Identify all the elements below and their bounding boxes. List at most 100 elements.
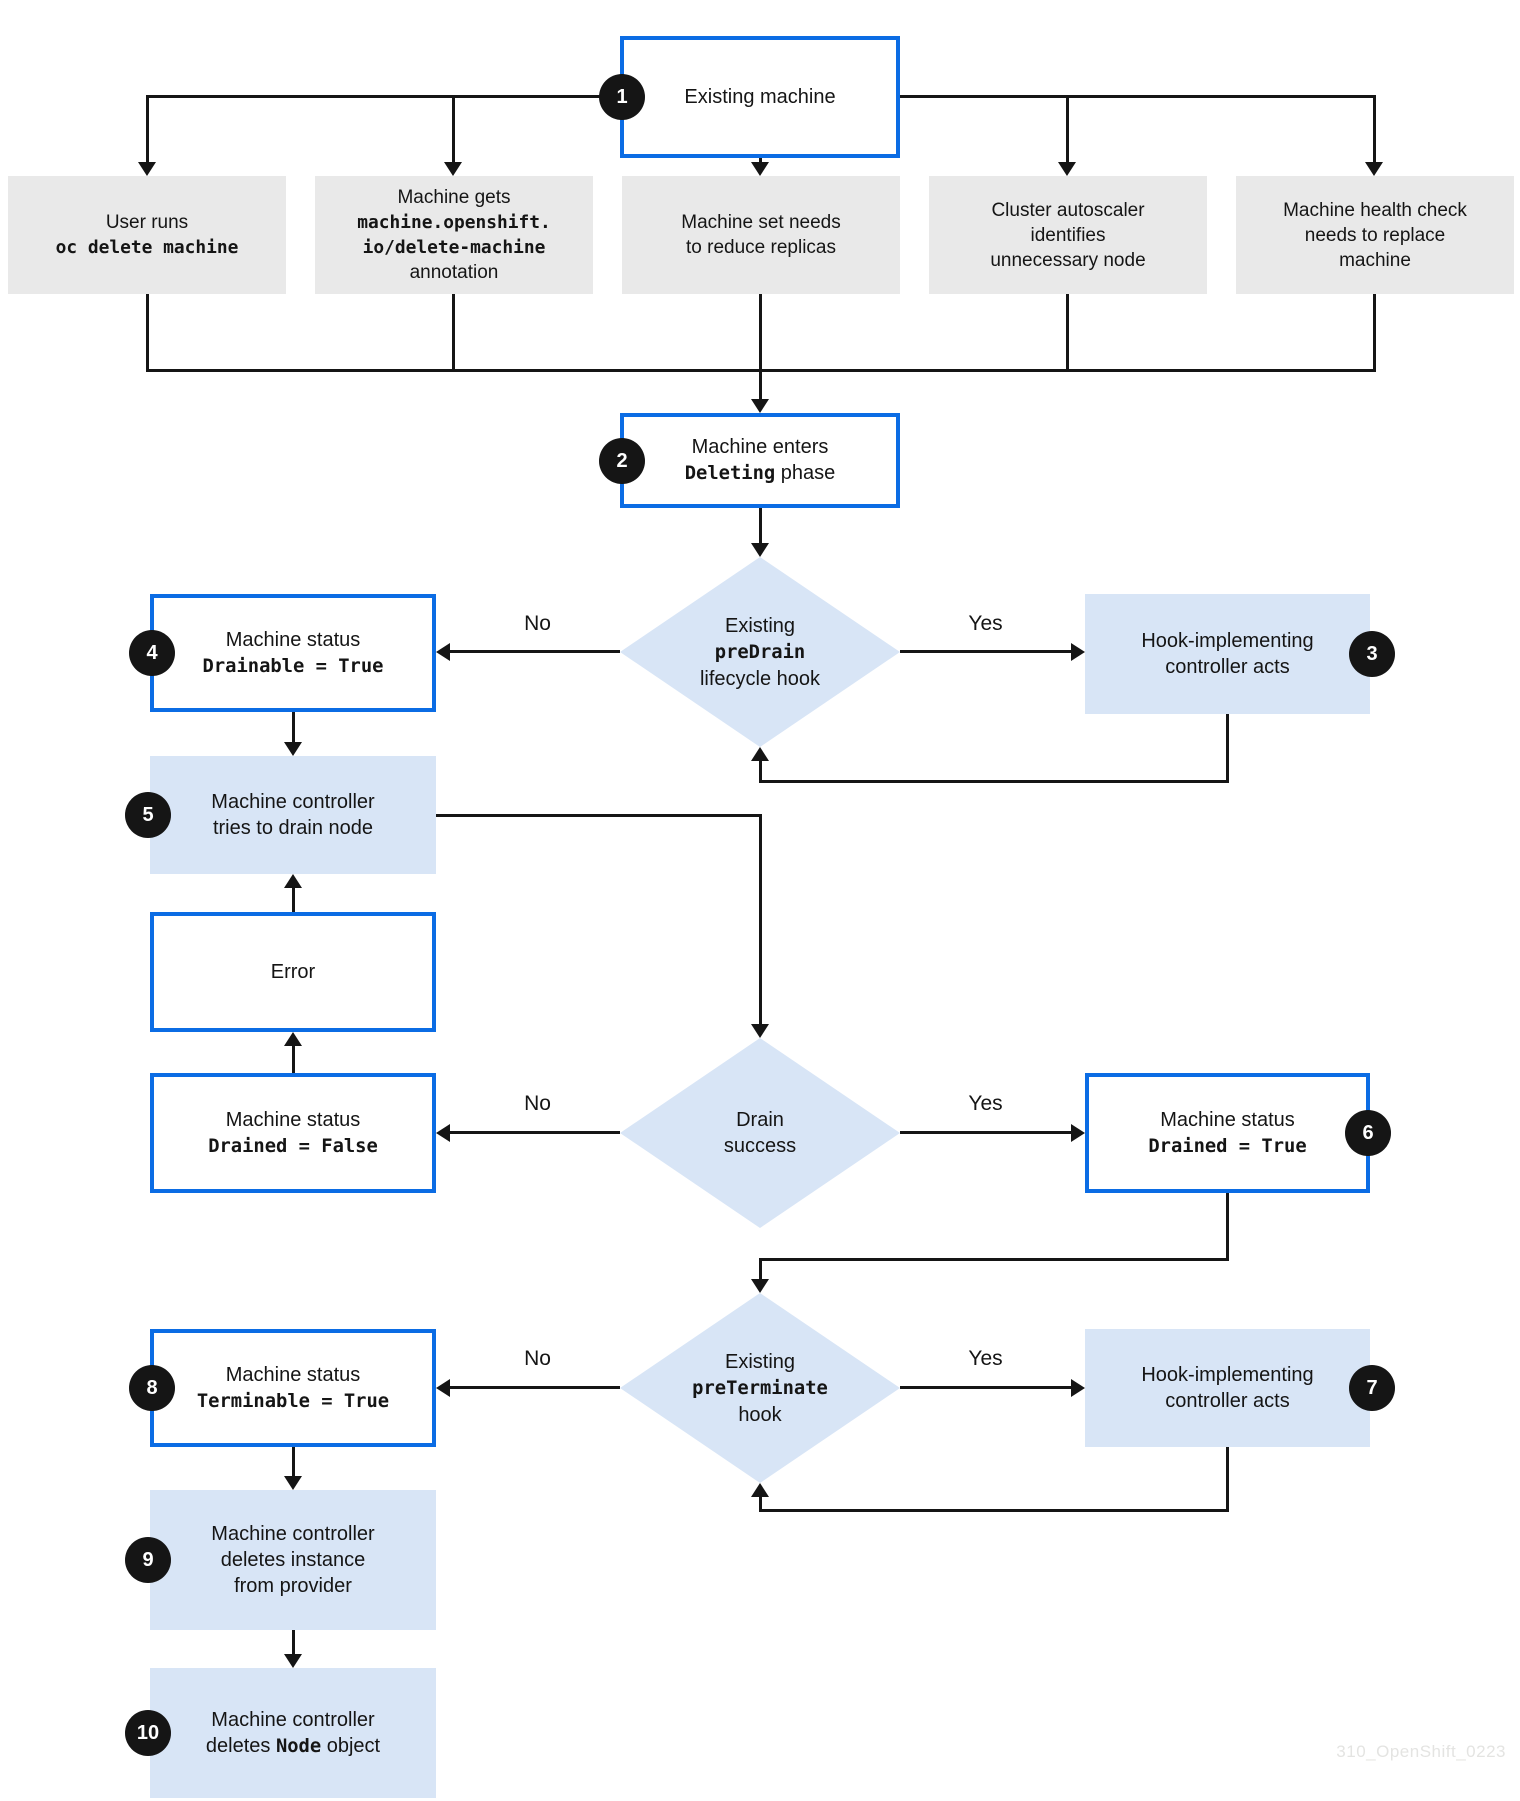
connector-line <box>900 1131 1073 1134</box>
connector-line <box>1226 1447 1229 1512</box>
connector-line <box>759 1495 762 1511</box>
arrowhead-down-icon <box>138 162 156 176</box>
connector-line <box>450 1386 620 1389</box>
connector-line <box>292 712 295 744</box>
arrowhead-down-icon <box>751 1024 769 1038</box>
arrowhead-up-icon <box>751 1483 769 1497</box>
step-badge: 1 <box>599 74 645 120</box>
arrowhead-down-icon <box>444 162 462 176</box>
step-badge: 7 <box>1349 1365 1395 1411</box>
connector-line <box>146 95 149 163</box>
connector-line <box>1226 1193 1229 1261</box>
arrowhead-down-icon <box>284 742 302 756</box>
connector-line <box>759 814 762 1026</box>
arrowhead-up-icon <box>284 1032 302 1046</box>
connector-line <box>1226 714 1229 783</box>
arrowhead-down-icon <box>751 399 769 413</box>
node-label: Existing machine <box>684 86 836 108</box>
connector-line <box>759 1258 1229 1261</box>
connector-line <box>900 95 1374 98</box>
arrowhead-right-icon <box>1071 643 1085 661</box>
step-badge: 2 <box>599 437 645 484</box>
step-badge: 6 <box>1345 1110 1391 1156</box>
connector-line <box>759 294 762 401</box>
node-label: Error <box>270 961 316 983</box>
connector-line <box>452 294 455 372</box>
step-badge: 8 <box>129 1365 175 1411</box>
arrowhead-down-icon <box>284 1476 302 1490</box>
connector-line <box>1066 95 1069 163</box>
connector-line <box>900 650 1073 653</box>
connector-line <box>1373 95 1376 163</box>
step-badge: 3 <box>1349 631 1395 677</box>
connector-line <box>759 1258 762 1281</box>
connector-line <box>759 780 1229 783</box>
edge-label-yes: Yes <box>968 612 1003 635</box>
arrowhead-left-icon <box>436 643 450 661</box>
arrowhead-up-icon <box>284 874 302 888</box>
arrowhead-right-icon <box>1071 1379 1085 1397</box>
arrowhead-down-icon <box>751 162 769 176</box>
step-badge: 9 <box>125 1537 171 1583</box>
connector-line <box>452 95 455 163</box>
arrowhead-up-icon <box>751 747 769 761</box>
step-badge: 10 <box>125 1710 171 1756</box>
arrowhead-down-icon <box>1058 162 1076 176</box>
connector-line <box>1373 294 1376 372</box>
arrowhead-left-icon <box>436 1124 450 1142</box>
connector-line <box>759 1509 1229 1512</box>
arrowhead-down-icon <box>1365 162 1383 176</box>
arrowhead-down-icon <box>284 1654 302 1668</box>
connector-line <box>436 814 762 817</box>
connector-line <box>450 1131 620 1134</box>
connector-line <box>292 1044 295 1073</box>
connector-line <box>292 1447 295 1478</box>
watermark-text: 310_OpenShift_0223 <box>1336 1742 1506 1761</box>
arrowhead-down-icon <box>751 1279 769 1293</box>
connector-line <box>146 294 149 372</box>
arrowhead-left-icon <box>436 1379 450 1397</box>
arrowhead-down-icon <box>751 543 769 557</box>
connector-line <box>759 158 762 163</box>
edge-label-no: No <box>524 1092 551 1115</box>
connector-line <box>900 1386 1073 1389</box>
edge-label-no: No <box>524 612 551 635</box>
connector-line <box>292 1630 295 1656</box>
node-existing-machine: 1 Existing machine <box>599 36 900 158</box>
connector-line <box>292 886 295 912</box>
arrowhead-right-icon <box>1071 1124 1085 1142</box>
connector-line <box>450 650 620 653</box>
